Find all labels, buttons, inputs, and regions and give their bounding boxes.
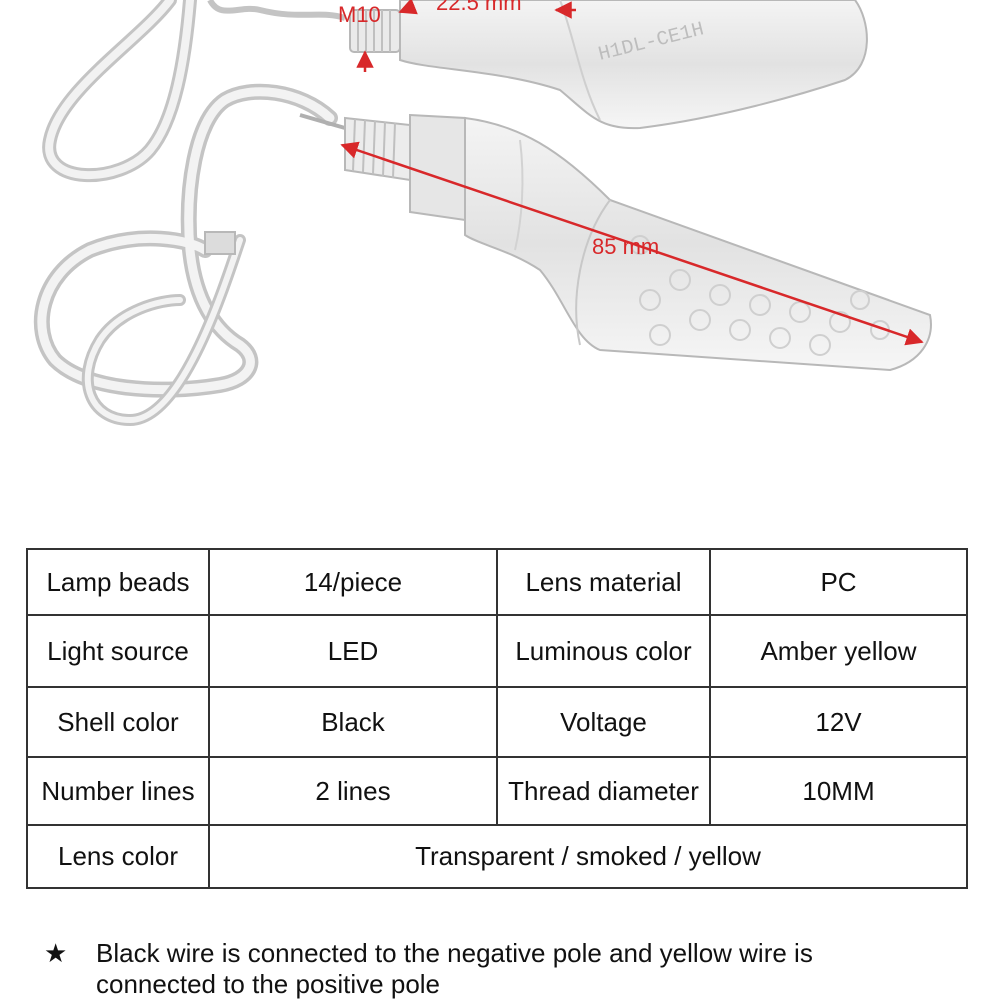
spec-label-light-source: Light source [26,614,210,688]
spec-value-luminous-color: Amber yellow [709,614,968,688]
table-row: Number lines 2 lines Thread diameter 10M… [26,756,968,826]
spec-label-thread-diameter: Thread diameter [496,756,711,826]
spec-value-lens-material: PC [709,548,968,616]
spec-label-shell-color: Shell color [26,686,210,758]
spec-label-lens-color: Lens color [26,824,210,889]
thread-size-label: M10 [338,2,381,27]
wiring-note-text: Black wire is connected to the negative … [96,938,813,999]
total-length-dimension: 85 mm [340,141,924,346]
top-length-label: 22.5 mm [436,0,522,15]
product-illustration: H1DL-CE1H M10 22.5 mm [33,0,932,427]
lower-lamp [33,83,932,427]
spec-value-number-lines: 2 lines [208,756,498,826]
spec-label-luminous-color: Luminous color [496,614,711,688]
spec-value-lens-color: Transparent / smoked / yellow [208,824,968,889]
spec-value-lamp-beads: 14/piece [208,548,498,616]
spec-value-thread-diameter: 10MM [709,756,968,826]
table-row: Light source LED Luminous color Amber ye… [26,614,968,688]
spec-label-lens-material: Lens material [496,548,711,616]
spec-value-voltage: 12V [709,686,968,758]
spec-label-voltage: Voltage [496,686,711,758]
star-icon: ★ [44,938,68,968]
spec-value-light-source: LED [208,614,498,688]
spec-label-number-lines: Number lines [26,756,210,826]
upper-dimensions: M10 22.5 mm [338,0,576,72]
total-length-label: 85 mm [592,234,659,259]
table-row: Shell color Black Voltage 12V [26,686,968,758]
table-row: Lamp beads 14/piece Lens material PC [26,548,968,616]
table-row: Lens color Transparent / smoked / yellow [26,824,968,889]
spec-table: Lamp beads 14/piece Lens material PC Lig… [26,548,968,889]
spec-value-shell-color: Black [208,686,498,758]
spec-label-lamp-beads: Lamp beads [26,548,210,616]
